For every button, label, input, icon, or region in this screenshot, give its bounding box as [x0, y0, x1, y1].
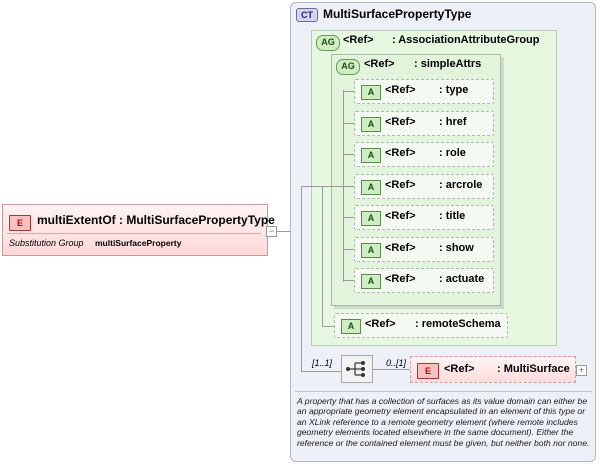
attribute-ref: <Ref> [385, 84, 416, 96]
tree-line [343, 280, 354, 281]
attribute-ref: <Ref> [385, 147, 416, 159]
association-group-badge: AG [316, 35, 340, 51]
attribute-badge: A [361, 148, 381, 163]
attribute-ref: <Ref> [385, 210, 416, 222]
element-multi-surface[interactable]: E <Ref> : MultiSurface [410, 356, 576, 383]
tree-line-vertical [301, 186, 302, 372]
attribute-badge: A [341, 319, 361, 334]
documentation-separator [295, 391, 592, 392]
tree-line [343, 217, 354, 218]
attribute-ref: <Ref> [385, 241, 416, 254]
attribute-badge: A [361, 242, 381, 258]
substitution-group-value: multiSurfaceProperty [95, 238, 182, 248]
element-title: multiExtentOf : MultiSurfacePropertyType [37, 213, 275, 227]
attribute-row[interactable]: A <Ref> : show [354, 236, 494, 262]
tree-line [343, 122, 354, 124]
element-separator [7, 233, 261, 234]
attribute-name: : arcrole [439, 178, 483, 191]
association-group-name[interactable]: : AssociationAttributeGroup [392, 34, 540, 46]
sequence-cardinality: [1..1] [312, 358, 333, 368]
element-badge: E [9, 215, 31, 231]
tree-line [373, 369, 410, 370]
attribute-badge: A [361, 85, 381, 100]
element-ref: <Ref> [444, 363, 475, 375]
attribute-badge: A [361, 274, 381, 289]
tree-line [322, 326, 334, 327]
attribute-row[interactable]: A <Ref> : actuate [354, 268, 494, 293]
attribute-row[interactable]: A <Ref> : title [354, 205, 494, 230]
simple-attrs-group-ref: <Ref> [364, 58, 395, 70]
tree-line [343, 185, 354, 187]
attribute-badge: A [361, 116, 381, 132]
attribute-name: : title [439, 210, 466, 222]
tree-line [343, 248, 354, 250]
tree-line [343, 91, 354, 92]
tree-line [301, 186, 311, 187]
element-name: multiExtentOf [37, 213, 116, 227]
element-type: : MultiSurfacePropertyType [119, 213, 275, 227]
attribute-name: : actuate [439, 273, 485, 285]
element-name: : MultiSurface [497, 363, 570, 375]
complex-type-name: MultiSurfacePropertyType [323, 7, 472, 21]
simple-attrs-group-badge: AG [336, 59, 360, 75]
element-box-multiExtentOf[interactable]: E multiExtentOf : MultiSurfacePropertyTy… [2, 204, 275, 256]
child-cardinality: 0..[1] [386, 358, 407, 368]
attribute-name: : remoteSchema [415, 318, 501, 330]
attribute-ref: <Ref> [385, 115, 416, 128]
attribute-row[interactable]: A <Ref> : arcrole [354, 173, 494, 199]
tree-line [331, 186, 343, 187]
documentation-text: A property that has a collection of surf… [297, 396, 590, 448]
attribute-name: : type [439, 84, 469, 96]
attribute-name: : show [439, 241, 474, 254]
substitution-group-label: Substitution Group [9, 238, 84, 248]
attribute-name: : href [439, 115, 467, 128]
attribute-ref: <Ref> [385, 273, 416, 285]
attribute-row[interactable]: A <Ref> : role [354, 142, 494, 167]
attribute-badge: A [361, 211, 381, 226]
expand-toggle[interactable]: + [576, 365, 587, 376]
sequence-glyph [346, 361, 365, 377]
tree-line-vertical [322, 186, 323, 326]
element-badge: E [417, 363, 439, 379]
attribute-remote-schema[interactable]: A <Ref> : remoteSchema [334, 313, 508, 338]
attribute-ref: <Ref> [385, 178, 416, 191]
tree-line [301, 371, 341, 372]
tree-line [343, 154, 354, 155]
connector-line [276, 231, 302, 232]
complex-type-badge: CT [296, 8, 318, 22]
attribute-row[interactable]: A <Ref> : type [354, 79, 494, 104]
attribute-row[interactable]: A <Ref> : href [354, 110, 494, 136]
sequence-icon[interactable] [341, 355, 373, 383]
attribute-name: : role [439, 147, 466, 159]
tree-line [311, 186, 331, 187]
simple-attrs-group-name[interactable]: : simpleAttrs [414, 58, 482, 70]
attribute-ref: <Ref> [365, 318, 396, 330]
association-group-ref: <Ref> [343, 34, 374, 46]
attribute-badge: A [361, 179, 381, 195]
